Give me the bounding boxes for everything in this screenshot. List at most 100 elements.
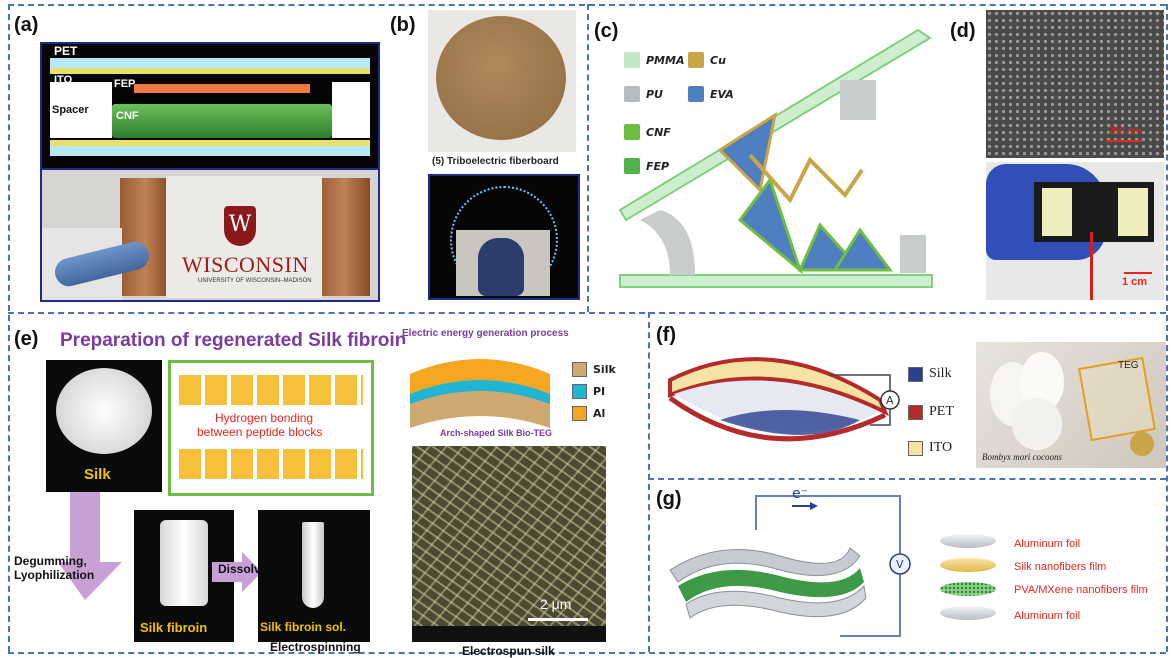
peptide-chain-bottom (179, 449, 363, 479)
arch-teg-diagram: Silk PI Al Arch-shaped Silk Bio-TEG (400, 344, 632, 442)
sem-overlay (412, 446, 606, 642)
solution-photo-label: Silk fibroin sol. (260, 620, 347, 634)
panel-e-title: Preparation of regenerated Silk fibroin (60, 330, 407, 351)
teg-label: TEG (1118, 360, 1139, 371)
wisconsin-text: WISCONSIN (182, 252, 309, 277)
silk-cocoon (56, 368, 152, 454)
step-lyophilization: Lyophilization (14, 568, 95, 582)
pmma-top-plate (618, 28, 932, 222)
d-scalebar (1124, 272, 1152, 274)
zigzag-electrode (748, 153, 864, 204)
foam-right (1118, 188, 1148, 236)
panel-d-label: (d) (950, 20, 976, 42)
g-legend-swatch-1 (940, 534, 996, 548)
f-legend-ito: ITO (908, 440, 952, 456)
gen-process-title: Electric energy generation process (402, 328, 569, 339)
cu-swatch (688, 52, 704, 68)
sem-databar (412, 626, 606, 642)
silk-cocoon-photo: Silk (46, 360, 162, 492)
pu-arc (640, 210, 695, 275)
electron-arrowhead (810, 502, 818, 510)
arch-layers (410, 359, 550, 428)
panel-e-label: (e) (14, 328, 39, 350)
legend-pu: PU (624, 86, 663, 102)
frame-left (8, 4, 10, 652)
panel-b-label: (b) (390, 14, 416, 36)
label-fep: FEP (114, 78, 136, 90)
f-legend-silk: Silk (908, 366, 952, 382)
g-legend-label-2: Silk nanofibers film (1014, 561, 1107, 573)
eva-triangle-2 (737, 176, 804, 275)
label-spacer: Spacer (52, 104, 89, 116)
electron-label: e⁻ (792, 486, 808, 502)
panel-b-caption: (5) Triboelectric fiberboard (432, 156, 559, 167)
silk-photo-label: Silk (84, 466, 111, 483)
fibroin-photo-label: Silk fibroin (140, 620, 208, 635)
g-circuit (755, 495, 901, 637)
g-legend-label-4: Aluminum foil (1014, 610, 1081, 622)
panel-a-photo: W WISCONSIN UNIVERSITY OF WISCONSIN–MADI… (40, 168, 380, 302)
cocoon-3 (1012, 398, 1062, 450)
divider-middle (8, 312, 1166, 314)
wisconsin-subtext: UNIVERSITY OF WISCONSIN–MADISON (198, 278, 312, 284)
g-top-foil (669, 547, 861, 583)
panel-g-label: (g) (656, 488, 682, 510)
label-ito: ITO (54, 74, 73, 86)
wisconsin-crest: W (224, 206, 256, 246)
red-wire (1090, 232, 1093, 300)
e-legend-al: Al (572, 406, 605, 421)
electrospun-scale-label: 2 μm (540, 596, 572, 612)
ammeter-circle (880, 390, 900, 410)
panel-a-schematic: PET ITO FEP Spacer CNF (40, 42, 380, 170)
step-degumming: Degumming, (14, 554, 87, 568)
pmma-swatch (624, 52, 640, 68)
frame-right (1166, 4, 1168, 652)
solution-tube (302, 522, 324, 608)
step-electrospinning: Electrospinning (270, 640, 361, 654)
g-legend-swatch-3 (940, 582, 996, 596)
g-legend-swatch-4 (940, 606, 996, 620)
d-scale-label: 1 cm (1122, 276, 1148, 288)
eva-triangle-4 (832, 227, 893, 272)
arrow-dissolving (212, 552, 262, 592)
f-top-layer (668, 357, 889, 417)
peptide-diagram: Hydrogen bonding between peptide blocks (168, 360, 374, 496)
eva-triangle-1 (717, 111, 778, 194)
ammeter-glyph: A (886, 394, 894, 407)
fep-swatch (624, 158, 640, 174)
divider-top-mid (587, 4, 589, 312)
g-legend-label-1: Aluminum foil (1014, 538, 1081, 550)
legend-cu: Cu (688, 52, 726, 68)
panel-g-structure: e⁻ V (669, 486, 911, 637)
legend-fep: FEP (624, 158, 669, 174)
f-bottom-layer (668, 395, 887, 442)
fiberboard-disc (436, 16, 566, 140)
pu-swatch (624, 86, 640, 102)
panel-a-label: (a) (14, 14, 39, 36)
e-legend-silk: Silk (572, 362, 616, 377)
pu-block-bottom (900, 235, 926, 273)
cocoon-caption: Bombyx mori cocoons (982, 452, 1062, 462)
arch-caption: Arch-shaped Silk Bio-TEG (440, 428, 553, 438)
pu-block-top (840, 80, 876, 120)
g-legend-swatch-2 (940, 558, 996, 572)
copper-electrode-left (120, 178, 170, 296)
g-bottom-foil (685, 584, 867, 619)
sem-scale-label: 200 nm (1108, 126, 1142, 137)
fep-strip (134, 84, 310, 93)
panel-f-structure: A (668, 357, 900, 442)
voltmeter-glyph: V (896, 558, 904, 571)
f-legend-pet: PET (908, 404, 954, 420)
pet-layer (50, 58, 370, 68)
panel-c-structure (618, 28, 933, 288)
g-mxene-layer (678, 568, 864, 602)
copper-electrode-right (318, 178, 370, 296)
sem-scalebar (1106, 140, 1142, 142)
hbond-line2: between peptide blocks (197, 425, 323, 439)
peptide-chain-top (179, 375, 363, 405)
arrow-silk-to-fibroin (60, 492, 122, 600)
cocoon-photo: TEG Bombyx mori cocoons (976, 342, 1166, 468)
panel-b-fiberboard-photo (428, 10, 576, 152)
panel-b-shoe-photo (428, 174, 580, 300)
label-cnf: CNF (116, 110, 139, 122)
